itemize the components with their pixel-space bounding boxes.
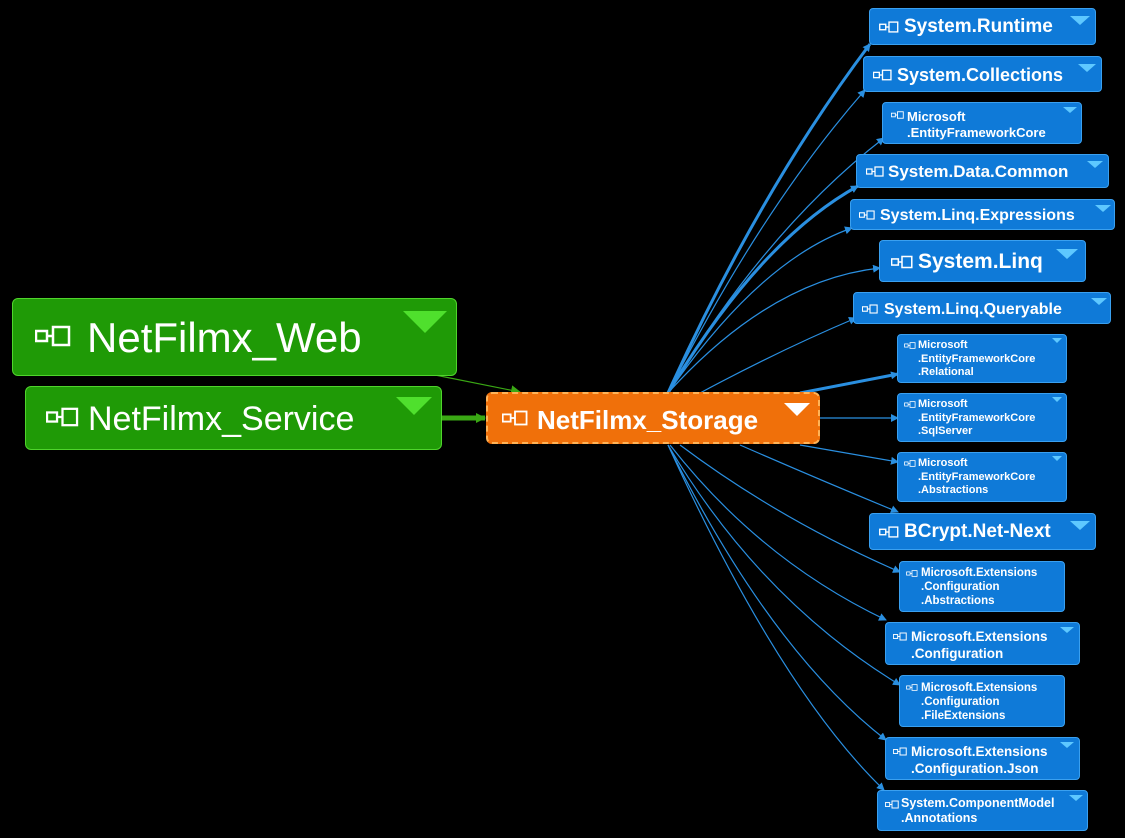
expand-chevron-icon[interactable] <box>396 397 432 415</box>
assembly-icon <box>904 460 916 467</box>
package-node-efcore[interactable]: Microsoft .EntityFrameworkCore <box>882 102 1082 144</box>
edge-to-config <box>669 444 887 621</box>
package-node-config[interactable]: Microsoft.Extensions .Configuration <box>885 622 1080 665</box>
assembly-icon <box>873 69 892 81</box>
assembly-icon <box>893 747 907 756</box>
assembly-icon <box>862 304 878 314</box>
project-node-label: NetFilmx_Web <box>87 314 362 361</box>
assembly-icon <box>879 526 899 538</box>
assembly-icon <box>866 166 884 177</box>
edge-to-system-linq <box>667 264 881 394</box>
assembly-icon <box>879 21 899 33</box>
expand-chevron-icon[interactable] <box>1056 249 1078 259</box>
edge-to-efcore-relational <box>799 371 899 395</box>
expand-chevron-icon[interactable] <box>1052 456 1062 461</box>
project-node-label: NetFilmx_Service <box>88 400 355 438</box>
expand-chevron-icon[interactable] <box>1091 298 1107 305</box>
edge-to-system-data-common <box>666 184 859 394</box>
package-node-config-abstractions[interactable]: Microsoft.Extensions .Configuration .Abs… <box>899 561 1065 612</box>
expand-chevron-icon[interactable] <box>1052 338 1062 343</box>
assembly-icon <box>46 407 79 427</box>
assembly-icon <box>904 401 916 408</box>
package-node-system-runtime[interactable]: System.Runtime <box>869 8 1096 45</box>
assembly-icon <box>904 342 916 349</box>
package-label: Microsoft.Extensions .Configuration .Abs… <box>921 567 1038 607</box>
edge-web-to-storage <box>429 373 521 396</box>
package-label: System.Linq.Expressions <box>880 207 1075 224</box>
expand-chevron-icon[interactable] <box>1095 205 1111 212</box>
package-node-system-linq[interactable]: System.Linq <box>879 240 1086 282</box>
package-node-efcore-abstractions[interactable]: Microsoft .EntityFrameworkCore .Abstract… <box>897 452 1067 502</box>
edge-to-efcore-abstractions <box>799 444 899 465</box>
package-node-config-fileextensions[interactable]: Microsoft.Extensions .Configuration .Fil… <box>899 675 1065 727</box>
package-label: Microsoft.Extensions .Configuration.Json <box>911 744 1048 776</box>
package-label: Microsoft .EntityFrameworkCore .Abstract… <box>918 457 1036 496</box>
edge-to-system-runtime <box>666 43 872 394</box>
package-label: BCrypt.Net-Next <box>904 521 1051 542</box>
package-node-componentmodel-annotations[interactable]: System.ComponentModel .Annotations <box>877 790 1088 831</box>
edge-to-system-collections <box>667 89 866 394</box>
expand-chevron-icon[interactable] <box>784 403 810 416</box>
package-label: Microsoft.Extensions .Configuration .Fil… <box>921 682 1038 722</box>
project-node-web[interactable]: NetFilmx_Web <box>12 298 457 376</box>
assembly-icon <box>906 570 918 577</box>
edge-to-bcrypt <box>739 444 899 514</box>
package-label: System.Runtime <box>904 16 1053 37</box>
expand-chevron-icon[interactable] <box>1052 397 1062 402</box>
package-node-system-linq-expressions[interactable]: System.Linq.Expressions <box>850 199 1115 230</box>
expand-chevron-icon[interactable] <box>1087 161 1103 168</box>
assembly-icon <box>891 111 904 119</box>
expand-chevron-icon[interactable] <box>1069 795 1083 801</box>
edge-to-config-json <box>667 444 887 741</box>
project-node-storage[interactable]: NetFilmx_Storage <box>486 392 820 444</box>
package-node-bcrypt[interactable]: BCrypt.Net-Next <box>869 513 1096 550</box>
package-node-system-data-common[interactable]: System.Data.Common <box>856 154 1109 188</box>
package-label: Microsoft .EntityFrameworkCore .Relation… <box>918 339 1036 378</box>
expand-chevron-icon[interactable] <box>403 311 447 333</box>
edge-to-system-linq-expressions <box>667 226 853 394</box>
package-node-efcore-sqlserver[interactable]: Microsoft .EntityFrameworkCore .SqlServe… <box>897 393 1067 442</box>
edge-to-config-abstractions <box>679 444 901 573</box>
assembly-icon <box>893 632 907 641</box>
assembly-icon <box>35 325 71 347</box>
expand-chevron-icon[interactable] <box>1060 627 1074 633</box>
package-label: Microsoft .EntityFrameworkCore .SqlServe… <box>918 398 1036 437</box>
expand-chevron-icon[interactable] <box>1070 521 1090 530</box>
assembly-icon <box>906 684 918 691</box>
package-label: Microsoft.Extensions .Configuration <box>911 629 1048 661</box>
edge-to-system-linq-queryable <box>699 317 857 394</box>
package-node-system-collections[interactable]: System.Collections <box>863 56 1102 92</box>
assembly-icon <box>885 800 899 809</box>
assembly-icon <box>859 210 875 220</box>
project-node-service[interactable]: NetFilmx_Service <box>25 386 442 450</box>
package-node-system-linq-queryable[interactable]: System.Linq.Queryable <box>853 292 1111 324</box>
expand-chevron-icon[interactable] <box>1078 64 1096 72</box>
expand-chevron-icon[interactable] <box>1060 742 1074 748</box>
assembly-icon <box>891 255 913 269</box>
assembly-icon <box>502 410 528 426</box>
edge-to-componentmodel-annotations <box>667 444 885 791</box>
package-label: System.Linq.Queryable <box>884 301 1062 318</box>
package-label: System.Data.Common <box>888 162 1069 181</box>
edge-to-config-fileextensions <box>667 444 901 686</box>
package-label: System.ComponentModel .Annotations <box>901 796 1055 825</box>
expand-chevron-icon[interactable] <box>1070 16 1090 25</box>
package-label: Microsoft .EntityFrameworkCore <box>907 109 1046 140</box>
project-node-label: NetFilmx_Storage <box>537 405 759 435</box>
package-label: System.Linq <box>918 250 1043 273</box>
package-label: System.Collections <box>897 65 1064 85</box>
expand-chevron-icon[interactable] <box>1063 107 1077 113</box>
package-node-config-json[interactable]: Microsoft.Extensions .Configuration.Json <box>885 737 1080 780</box>
package-node-efcore-relational[interactable]: Microsoft .EntityFrameworkCore .Relation… <box>897 334 1067 383</box>
